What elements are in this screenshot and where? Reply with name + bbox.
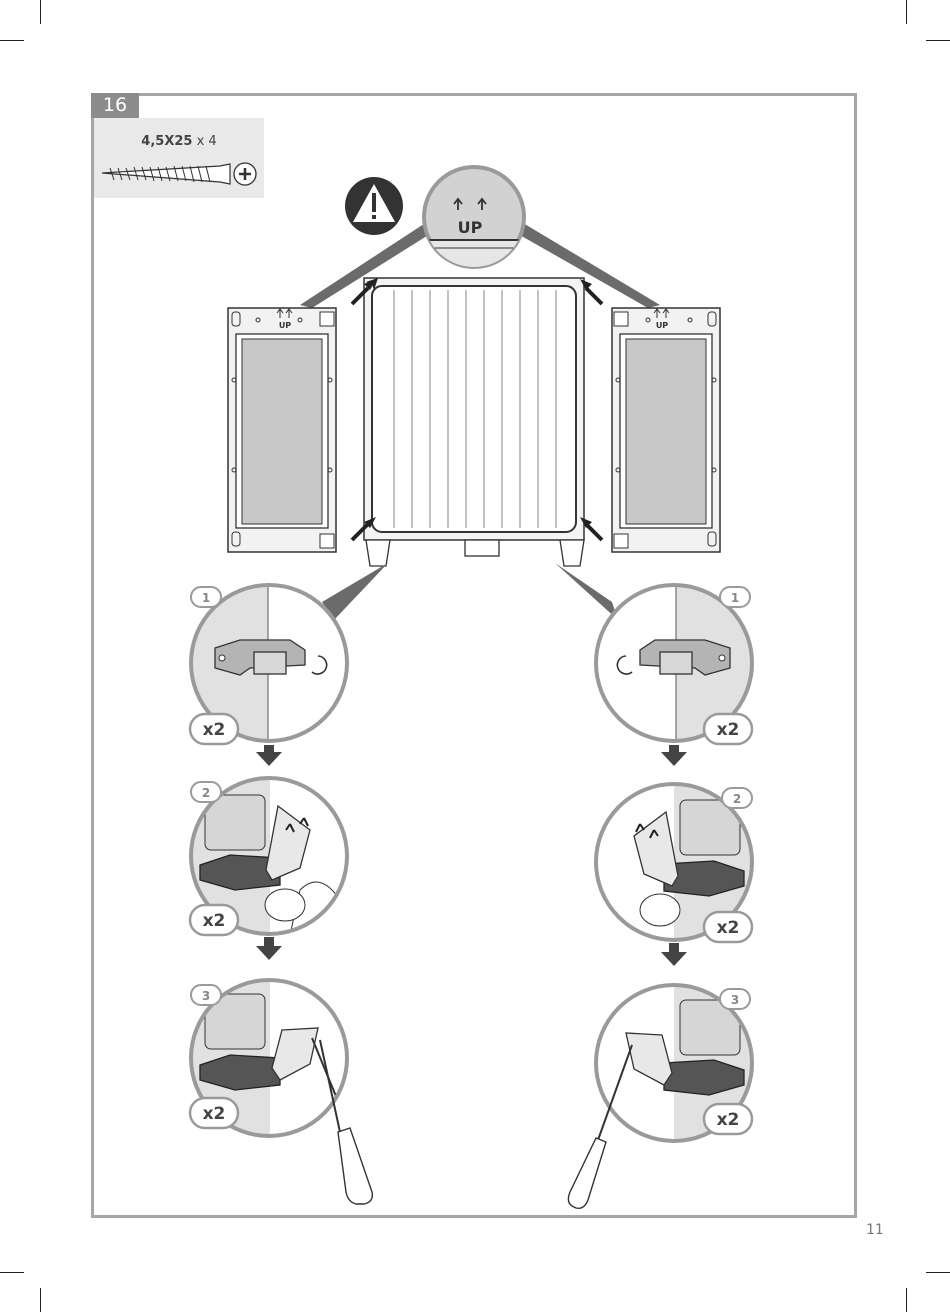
up-label: UP xyxy=(458,218,483,237)
screwdriver-icon xyxy=(568,1138,606,1208)
screw-icon xyxy=(102,163,256,185)
right-door xyxy=(612,308,720,552)
repeat-count: x2 xyxy=(203,911,226,931)
up-label: UP xyxy=(279,321,291,330)
substep-number: 3 xyxy=(202,989,210,1003)
substep-number: 2 xyxy=(733,792,741,806)
repeat-count: x2 xyxy=(203,1104,226,1124)
substep-number: 2 xyxy=(202,786,210,800)
cabinet-body xyxy=(364,278,584,566)
substep-number: 1 xyxy=(202,591,210,605)
detail-circle-left-3 xyxy=(190,980,372,1204)
substep-number: 3 xyxy=(731,993,739,1007)
page-number: 11 xyxy=(866,1222,884,1238)
screwdriver-icon xyxy=(338,1128,372,1204)
repeat-count: x2 xyxy=(717,1110,740,1130)
callout-beam xyxy=(322,563,388,620)
repeat-count: x2 xyxy=(203,720,226,740)
callout-beam xyxy=(555,563,618,620)
up-label: UP xyxy=(656,321,668,330)
warning-icon xyxy=(345,177,403,235)
left-door xyxy=(228,308,336,552)
repeat-count: x2 xyxy=(717,918,740,938)
substep-number: 1 xyxy=(731,591,739,605)
detail-circle-right-3 xyxy=(568,985,754,1208)
repeat-count: x2 xyxy=(717,720,740,740)
